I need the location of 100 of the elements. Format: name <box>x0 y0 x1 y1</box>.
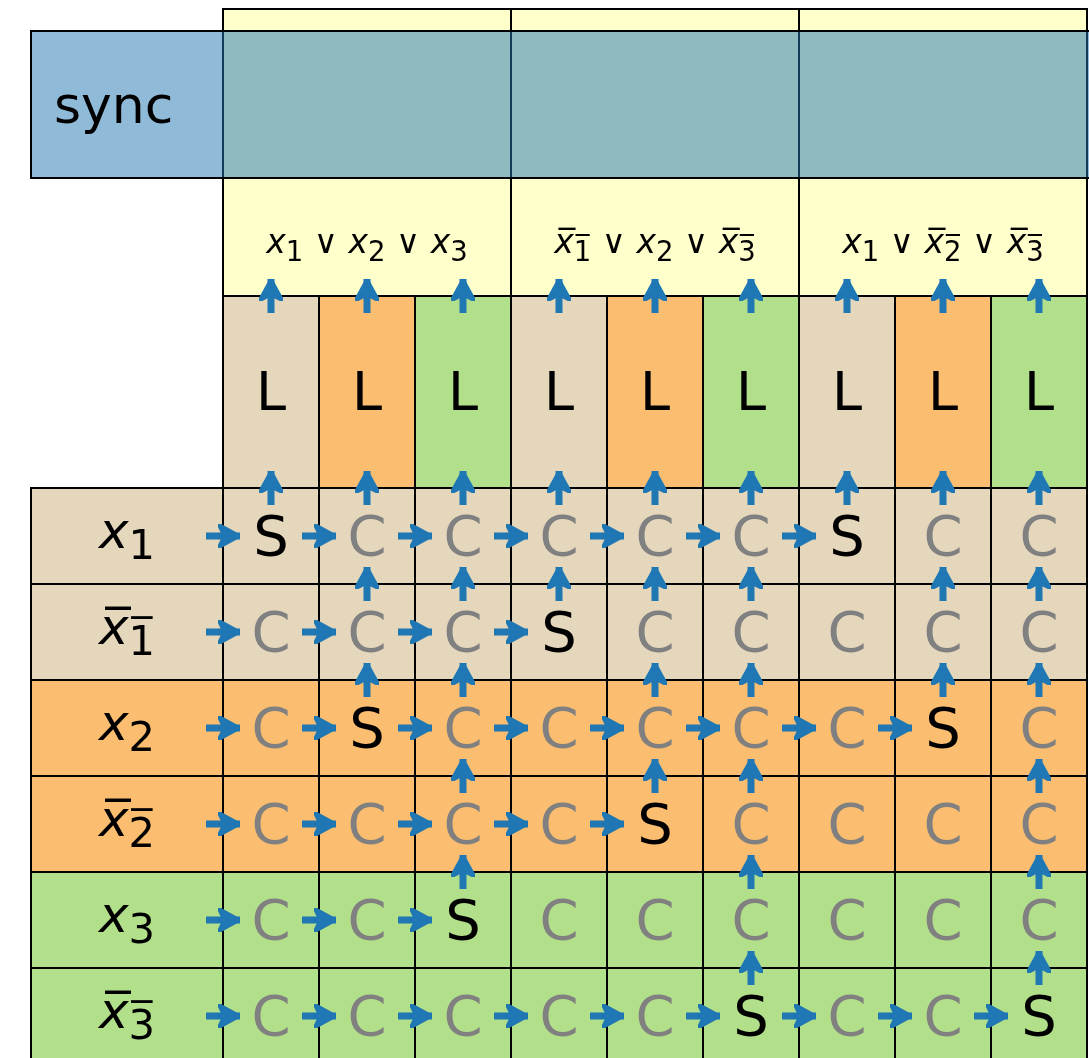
grid-cell <box>702 967 800 1058</box>
arrow <box>494 618 530 646</box>
arrow <box>782 714 818 742</box>
arrow <box>353 469 381 505</box>
cell-letter: C <box>1019 796 1059 852</box>
cell-letter: S <box>1021 988 1057 1044</box>
grid-cell <box>990 487 1088 585</box>
cell-letter: C <box>443 700 483 756</box>
cell-letter: C <box>635 892 675 948</box>
arrow <box>398 714 434 742</box>
arrow <box>449 469 477 505</box>
arrow <box>206 906 242 934</box>
clause-formula: x$_{1}$ ∨ x̅$_{2̅}$ ∨ x̅$_{3̅}$ <box>842 224 1044 265</box>
grid-cell <box>318 871 416 969</box>
cell-letter: C <box>539 892 579 948</box>
cell-letter: C <box>443 604 483 660</box>
arrow <box>206 1002 242 1030</box>
cell-letter: C <box>539 988 579 1044</box>
grid-cell <box>606 871 704 969</box>
grid-cell <box>798 967 896 1058</box>
cell-letter: C <box>443 796 483 852</box>
arrow <box>398 1002 434 1030</box>
arrow <box>1025 949 1053 985</box>
cell-letter: C <box>923 508 963 564</box>
literal-cell <box>414 295 512 489</box>
grid-cell <box>222 775 320 873</box>
arrow <box>353 565 381 601</box>
arrow <box>398 618 434 646</box>
arrow <box>737 757 765 793</box>
arrow <box>545 469 573 505</box>
cell-letter: L <box>255 365 287 419</box>
grid-cell <box>222 967 320 1058</box>
grid-cell <box>894 871 992 969</box>
cell-letter: C <box>1019 508 1059 564</box>
arrow <box>641 661 669 697</box>
arrow <box>494 522 530 550</box>
cell-letter: C <box>731 604 771 660</box>
cell-letter: L <box>735 365 767 419</box>
cell-letter: C <box>635 700 675 756</box>
grid-cell <box>414 871 512 969</box>
variable-row-header <box>30 679 224 777</box>
cell-letter: C <box>731 508 771 564</box>
cell-letter: C <box>539 796 579 852</box>
grid-cell <box>990 967 1088 1058</box>
arrow <box>449 661 477 697</box>
variable-row-header <box>30 583 224 681</box>
grid-cell <box>990 679 1088 777</box>
grid-cell <box>414 967 512 1058</box>
variable-row-header <box>30 871 224 969</box>
grid-cell <box>990 775 1088 873</box>
grid-cell <box>798 583 896 681</box>
cell-letter: C <box>731 892 771 948</box>
arrow <box>206 714 242 742</box>
cell-letter: S <box>733 988 769 1044</box>
cell-letter: C <box>251 604 291 660</box>
variable-label: x̅$_{1̅}$ <box>98 602 156 662</box>
cell-letter: S <box>253 508 289 564</box>
variable-row-header <box>30 487 224 585</box>
cell-letter: S <box>637 796 673 852</box>
cell-letter: C <box>923 892 963 948</box>
arrow <box>878 714 914 742</box>
cell-letter: C <box>827 796 867 852</box>
arrow <box>686 714 722 742</box>
arrow <box>353 661 381 697</box>
clause-formula: x$_{1}$ ∨ x$_{2}$ ∨ x$_{3}$ <box>266 224 468 265</box>
arrow <box>1025 277 1053 313</box>
arrow <box>1025 661 1053 697</box>
arrow <box>206 522 242 550</box>
cell-letter: C <box>1019 604 1059 660</box>
arrow <box>929 661 957 697</box>
arrow <box>1025 853 1053 889</box>
arrow <box>1025 565 1053 601</box>
cell-letter: C <box>539 508 579 564</box>
arrow <box>257 469 285 505</box>
arrow <box>302 618 338 646</box>
arrow <box>302 810 338 838</box>
cell-letter: C <box>827 700 867 756</box>
cell-letter: C <box>635 508 675 564</box>
cell-letter: C <box>539 700 579 756</box>
grid-cell <box>894 679 992 777</box>
cell-letter: C <box>1019 892 1059 948</box>
cell-letter: S <box>349 700 385 756</box>
arrow <box>833 277 861 313</box>
literal-cell <box>894 295 992 489</box>
arrow <box>929 565 957 601</box>
arrow <box>686 1002 722 1030</box>
cell-letter: S <box>541 604 577 660</box>
arrow <box>833 469 861 505</box>
grid-cell <box>894 775 992 873</box>
grid-cell <box>798 679 896 777</box>
cell-letter: L <box>447 365 479 419</box>
cell-letter: L <box>543 365 575 419</box>
grid-cell <box>606 583 704 681</box>
variable-row-header <box>30 775 224 873</box>
cell-letter: C <box>1019 700 1059 756</box>
variable-label: x$_{1}$ <box>98 506 156 566</box>
grid-cell <box>894 967 992 1058</box>
arrow <box>494 810 530 838</box>
arrow <box>449 853 477 889</box>
literal-cell <box>510 295 608 489</box>
